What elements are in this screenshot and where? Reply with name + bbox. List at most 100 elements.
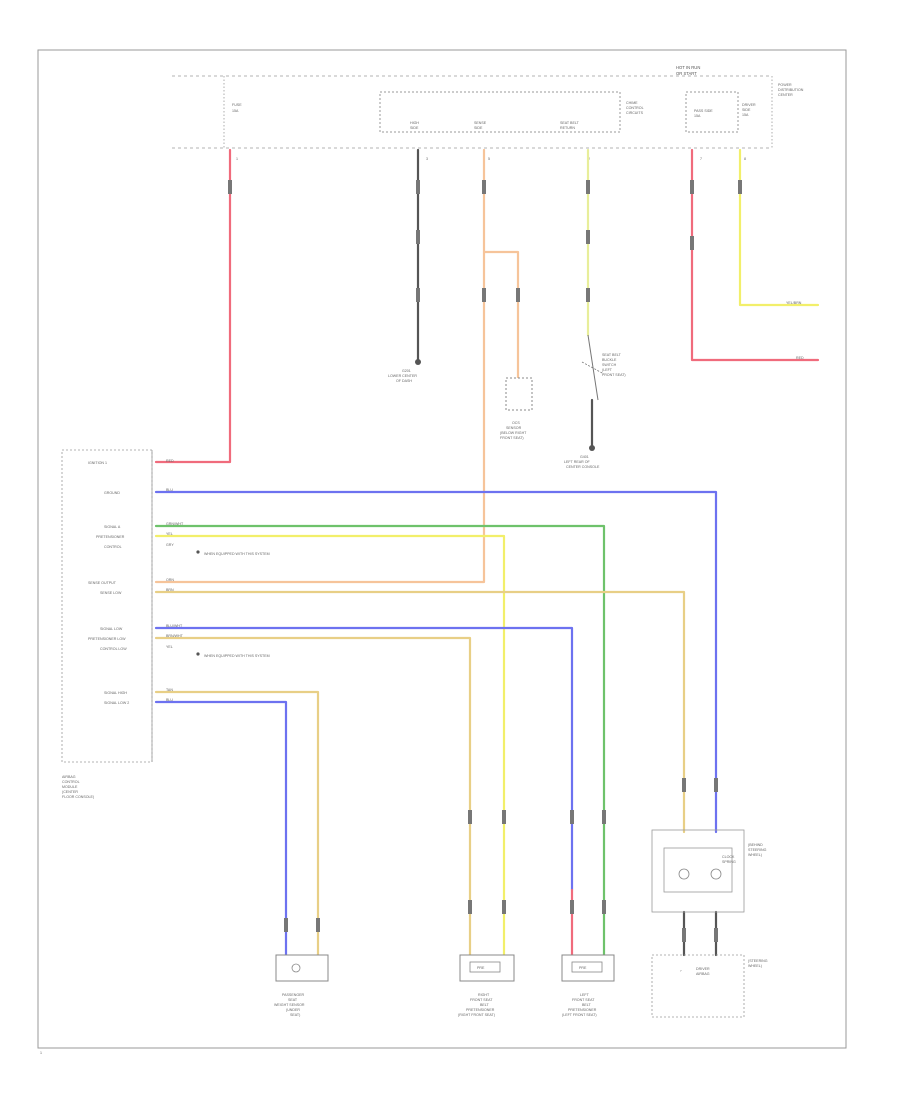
ocs-sensor: OCS SENSOR (BELOW RIGHT FRONT SEAT) xyxy=(500,377,533,440)
left-pretensioner: PRE LEFT FRONT SEAT BELT PRETENSIONER (L… xyxy=(561,954,615,1017)
offpage-yellow-label: YEL/BRN xyxy=(786,301,802,305)
clockspring: CLOCK SPRING (BEHIND STEERING WHEEL) xyxy=(651,829,767,913)
svg-text:PRE: PRE xyxy=(579,966,587,970)
col-3-label-2: RETURN xyxy=(560,126,575,130)
pin-c: 5 xyxy=(488,157,490,161)
wire-blue-signal-low-2 xyxy=(154,700,288,957)
svg-text:BELT: BELT xyxy=(582,1003,592,1007)
wire-tan-pre-low xyxy=(154,636,472,957)
svg-text:SEAT): SEAT) xyxy=(290,1013,300,1017)
svg-text:CENTER CONSOLE: CENTER CONSOLE xyxy=(566,465,600,469)
svg-text:PRETENSIONER: PRETENSIONER xyxy=(466,1008,495,1012)
col-5-label-2: SIDE xyxy=(742,108,751,112)
buckle-switch: SEAT BELT BUCKLE SWITCH (LEFT FRONT SEAT… xyxy=(581,334,626,401)
svg-text:MODULE: MODULE xyxy=(62,785,78,789)
block-right-label-1: POWER xyxy=(778,83,792,87)
acm-wire-0: RED xyxy=(166,459,174,463)
svg-text:(CENTER: (CENTER xyxy=(62,790,78,794)
svg-text:(STEERING: (STEERING xyxy=(748,959,768,963)
acm-wire-11: BLU xyxy=(166,698,173,702)
svg-text:(BELOW RIGHT: (BELOW RIGHT xyxy=(500,431,527,435)
acm-pin-0: IGNITION 1 xyxy=(88,461,107,465)
wire-green-signal xyxy=(154,524,606,957)
svg-text:SPRING: SPRING xyxy=(722,860,736,864)
wire-tan-sense-low xyxy=(154,590,686,834)
col-2-label-2: SIDE xyxy=(474,126,483,130)
acm-wire-8: BRN/WHT xyxy=(166,634,184,638)
svg-text:FRONT SEAT: FRONT SEAT xyxy=(572,998,595,1002)
svg-text:STEERING: STEERING xyxy=(748,848,767,852)
svg-text:(LEFT FRONT SEAT): (LEFT FRONT SEAT) xyxy=(562,1013,597,1017)
acm-wire-7: BLU/WHT xyxy=(166,624,183,628)
svg-text:PRETENSIONER: PRETENSIONER xyxy=(568,1008,597,1012)
col-1-label-2: SIDE xyxy=(410,126,419,130)
svg-text:WHEEL): WHEEL) xyxy=(748,853,762,857)
acm-pin-11: SIGNAL LOW 2 xyxy=(104,701,129,705)
acm-wire-3: YEL xyxy=(166,532,173,536)
ground-g401: G401 LEFT REAR OF CENTER CONSOLE xyxy=(564,445,600,469)
acm-wire-4: GRY xyxy=(166,543,174,547)
pin-e: 7 xyxy=(700,157,702,161)
svg-text:FRONT SEAT: FRONT SEAT xyxy=(470,998,493,1002)
wire-red-ignition xyxy=(154,148,232,464)
pin-f: 8 xyxy=(744,157,746,161)
svg-text:AIRBAG: AIRBAG xyxy=(62,775,76,779)
svg-text:LEFT REAR OF: LEFT REAR OF xyxy=(564,460,590,464)
power-distribution-block: HOT IN RUN OR START POWER DISTRIBUTION C… xyxy=(172,65,804,161)
svg-text:CLOCK: CLOCK xyxy=(722,855,735,859)
wire-tan-signal-high xyxy=(154,690,320,957)
svg-text:LOWER CENTER: LOWER CENTER xyxy=(388,374,417,378)
svg-text:FRONT SEAT): FRONT SEAT) xyxy=(500,436,524,440)
wire-blue-ground xyxy=(154,490,718,834)
acm-pin-2: SIGNAL A xyxy=(104,525,121,529)
fuse-label-2: 15A xyxy=(232,109,239,113)
acm-pin-3: PRETENSIONER xyxy=(96,535,125,539)
acm-wire-1: BLU xyxy=(166,488,173,492)
driver-airbag: DRIVER AIRBAG (STEERING WHEEL) ⌐ xyxy=(651,954,768,1018)
acm-pin-6: SENSE LOW xyxy=(100,591,122,595)
svg-text:SEAT: SEAT xyxy=(288,998,298,1002)
block-right-label-2: DISTRIBUTION xyxy=(778,88,804,92)
wire-blue-signal-low xyxy=(154,626,574,892)
pin-a: 1 xyxy=(236,157,238,161)
airbag-control-module: AIRBAG CONTROL MODULE (CENTER FLOOR CONS… xyxy=(61,449,270,799)
svg-text:AIRBAG: AIRBAG xyxy=(696,972,710,976)
airbag-squib-icon: ⌐ xyxy=(680,969,682,973)
wire-red-offpage xyxy=(690,148,820,362)
col-2-label-1: SENSE xyxy=(474,121,487,125)
block-title-1: HOT IN RUN xyxy=(676,65,700,70)
svg-text:SENSOR: SENSOR xyxy=(506,426,522,430)
svg-text:PRE: PRE xyxy=(477,966,485,970)
page-code: 1 xyxy=(40,1051,42,1055)
passenger-weight-sensor: PASSENGER SEAT WEIGHT SENSOR (UNDER SEAT… xyxy=(274,954,329,1017)
svg-text:SWITCH: SWITCH xyxy=(602,363,617,367)
note-1: WHEN EQUIPPED WITH THIS SYSTEM xyxy=(204,552,270,556)
acm-pin-8: PRETENSIONER LOW xyxy=(88,637,126,641)
col-4-label-1: PASS SIDE xyxy=(694,109,713,113)
svg-text:WEIGHT SENSOR: WEIGHT SENSOR xyxy=(274,1003,305,1007)
svg-text:OF DASH: OF DASH xyxy=(396,379,412,383)
svg-text:(LEFT: (LEFT xyxy=(602,368,613,372)
svg-text:RIGHT: RIGHT xyxy=(478,993,490,997)
col-1-label-1: HIGH xyxy=(410,121,419,125)
acm-pin-7: SIGNAL LOW xyxy=(100,627,123,631)
acm-pin-9: CONTROL LOW xyxy=(100,647,127,651)
svg-text:(UNDER: (UNDER xyxy=(286,1008,300,1012)
acm-pin-5: SENSE OUTPUT xyxy=(88,581,117,585)
chime-label-1: CHIME xyxy=(626,101,638,105)
acm-wire-6: BRN xyxy=(166,588,174,592)
pin-b: 3 xyxy=(426,157,428,161)
acm-pin-4: CONTROL xyxy=(104,545,122,549)
acm-wire-10: TAN xyxy=(166,688,173,692)
svg-text:BUCKLE: BUCKLE xyxy=(602,358,617,362)
svg-text:G201: G201 xyxy=(402,369,411,373)
col-5-label-1: DRIVER xyxy=(742,103,756,107)
svg-text:(RIGHT FRONT SEAT): (RIGHT FRONT SEAT) xyxy=(458,1013,495,1017)
page-frame xyxy=(37,49,847,1049)
wires xyxy=(154,148,820,957)
acm-wire-2: GRN/WHT xyxy=(166,522,184,526)
acm-wire-5: ORN xyxy=(166,578,174,582)
offpage-red-label: RED xyxy=(796,356,804,360)
acm-pin-10: SIGNAL HIGH xyxy=(104,691,127,695)
chime-label-2: CONTROL xyxy=(626,106,644,110)
